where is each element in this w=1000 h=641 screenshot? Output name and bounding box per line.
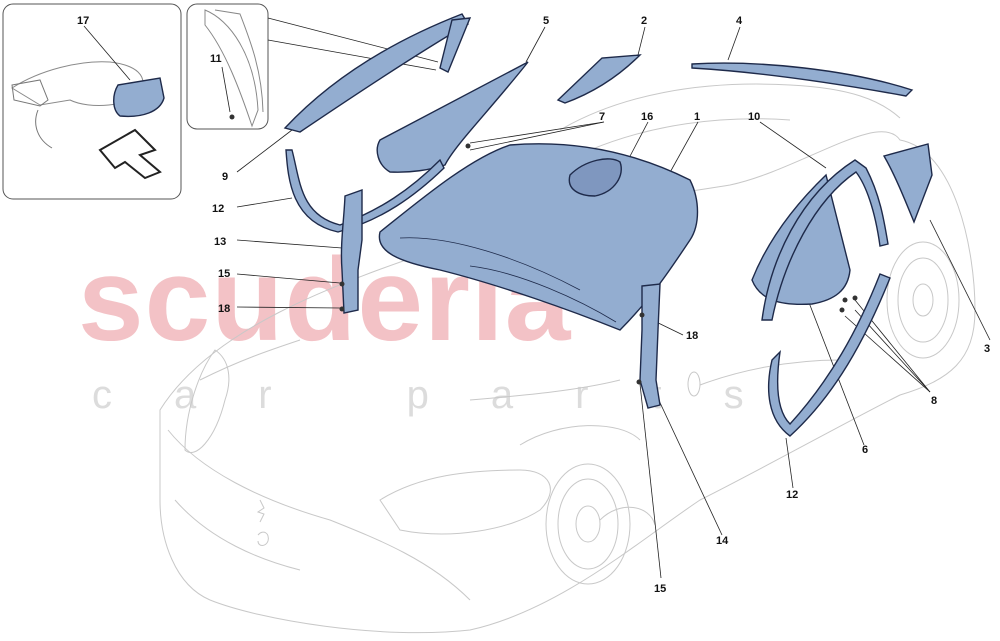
callout-16: 16 — [641, 111, 653, 123]
callout-labels: 1 2 3 4 5 6 7 8 9 10 11 12 12 13 14 15 1… — [77, 15, 990, 595]
callout-8: 8 — [931, 395, 937, 407]
rear-mirror-part — [568, 158, 622, 197]
trim-left-part — [340, 189, 363, 314]
quarter-glass-right-part — [882, 143, 933, 224]
callout-18-left: 18 — [218, 303, 230, 315]
callout-17: 17 — [77, 15, 89, 27]
roof-panel-part — [691, 62, 914, 97]
callout-6: 6 — [862, 444, 868, 456]
inset-pillar — [186, 3, 269, 130]
callout-2: 2 — [641, 15, 647, 27]
parts — [283, 13, 933, 437]
callout-14: 14 — [716, 535, 729, 547]
callout-4: 4 — [736, 15, 743, 27]
callout-11: 11 — [210, 53, 222, 65]
callout-18-right: 18 — [686, 330, 698, 342]
leader-lines — [83, 17, 991, 579]
callout-5: 5 — [543, 15, 549, 27]
callout-9: 9 — [222, 171, 228, 183]
callout-15-right: 15 — [654, 583, 666, 595]
inset-mirror — [2, 3, 182, 200]
quarter-glass-left-part — [556, 54, 642, 104]
callout-3: 3 — [984, 343, 990, 355]
door-window-right-part — [751, 173, 851, 306]
callout-1: 1 — [694, 111, 700, 123]
callout-12-left: 12 — [212, 203, 224, 215]
watermark-sub: car parts — [92, 373, 806, 417]
callout-10: 10 — [748, 111, 760, 123]
door-frame-seal-part — [761, 159, 889, 321]
seal-right-part — [767, 273, 891, 437]
seal-left-part — [285, 149, 445, 233]
callout-15-left: 15 — [218, 268, 230, 280]
callout-7: 7 — [599, 111, 605, 123]
callout-12-right: 12 — [786, 489, 798, 501]
trim-right-part — [639, 283, 661, 409]
windscreen-part — [378, 143, 699, 331]
callout-13: 13 — [214, 236, 226, 248]
